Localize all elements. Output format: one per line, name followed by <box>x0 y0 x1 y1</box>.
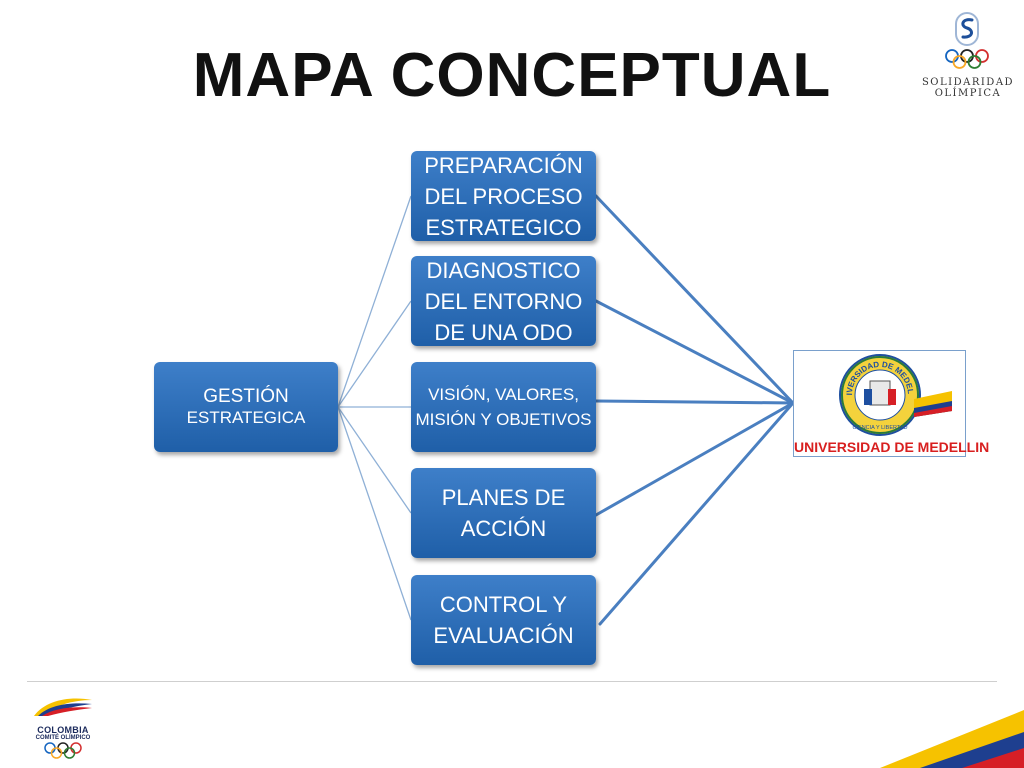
olympic-rings-icon <box>945 12 989 69</box>
connector-root-c0 <box>337 195 412 408</box>
child-node-label: VISIÓN, VALORES, MISIÓN Y OBJETIVOS <box>415 385 592 429</box>
child-node-label: PREPARACIÓN DEL PROCESO ESTRATEGICO <box>424 152 583 240</box>
connector-root-c4 <box>337 406 412 621</box>
olympic-rings-icon <box>44 742 82 759</box>
solidaridad-olimpica-logo: SOLIDARIDAD OLÍMPICA <box>918 10 1018 105</box>
connector-c3-logo <box>594 401 795 517</box>
root-node-line1: GESTIÓN <box>203 386 289 407</box>
university-seal-icon: UNIVERSIDAD DE MEDELLIN CIENCIA Y LIBERT… <box>791 344 952 436</box>
child-node-label: PLANES DE ACCIÓN <box>441 485 566 541</box>
brand-top-line1: SOLIDARIDAD <box>921 77 1015 88</box>
universidad-medellin-logo: UNIVERSIDAD DE MEDELLIN CIENCIA Y LIBERT… <box>791 344 990 457</box>
connector-root-c3 <box>337 406 412 514</box>
connector-c0-logo <box>594 194 795 405</box>
child-node-diagnostico: DIAGNOSTICO DEL ENTORNO DE UNA ODO <box>411 256 596 346</box>
logo-caption: UNIVERSIDAD DE MEDELLIN <box>794 439 990 455</box>
child-node-vision: VISIÓN, VALORES, MISIÓN Y OBJETIVOS <box>411 362 596 452</box>
seal-motto: CIENCIA Y LIBERTAD <box>853 425 908 431</box>
brand-bottom-line2: COMITÉ OLÍMPICO <box>35 735 91 741</box>
brand-bottom-line1: COLOMBIA <box>37 725 89 735</box>
root-node-line2: ESTRATEGICA <box>186 408 306 427</box>
connector-root-c1 <box>337 300 412 408</box>
flag-swoosh-icon <box>34 698 92 716</box>
brand-top-line2: OLÍMPICA <box>934 88 1002 99</box>
flag-corner-decoration <box>880 710 1024 768</box>
child-node-planes: PLANES DE ACCIÓN <box>411 468 596 558</box>
root-node: GESTIÓN ESTRATEGICA <box>154 362 338 452</box>
connector-c4-logo <box>598 401 795 626</box>
page-title: MAPA CONCEPTUAL <box>192 41 832 110</box>
connector-c1-logo <box>594 299 795 405</box>
child-node-control: CONTROL Y EVALUACIÓN <box>411 575 596 665</box>
child-node-preparacion: PREPARACIÓN DEL PROCESO ESTRATEGICO <box>411 151 596 241</box>
child-node-label: CONTROL Y EVALUACIÓN <box>433 592 574 648</box>
connector-c2-logo <box>594 399 795 405</box>
child-node-label: DIAGNOSTICO DEL ENTORNO DE UNA ODO <box>424 257 583 345</box>
comite-olimpico-logo: COLOMBIA COMITÉ OLÍMPICO <box>28 694 98 759</box>
footer-divider <box>27 681 997 682</box>
